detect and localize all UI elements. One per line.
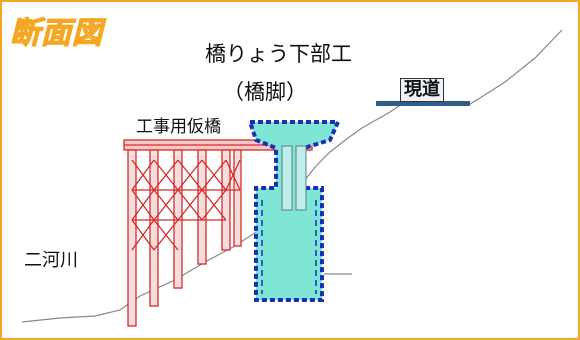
title-line-2: （橋脚） [223,80,307,104]
diagram-heading: 断面図 [9,15,103,51]
label-temporary-bridge: 工事用仮橋 [136,117,221,137]
bridge-pier [247,120,342,302]
existing-road-bar [376,101,470,106]
temporary-bridge [123,139,313,327]
title-line-1: 橋りょう下部工 [205,42,352,66]
label-river: 二河川 [24,250,78,271]
label-existing-road: 現道 [400,78,444,102]
